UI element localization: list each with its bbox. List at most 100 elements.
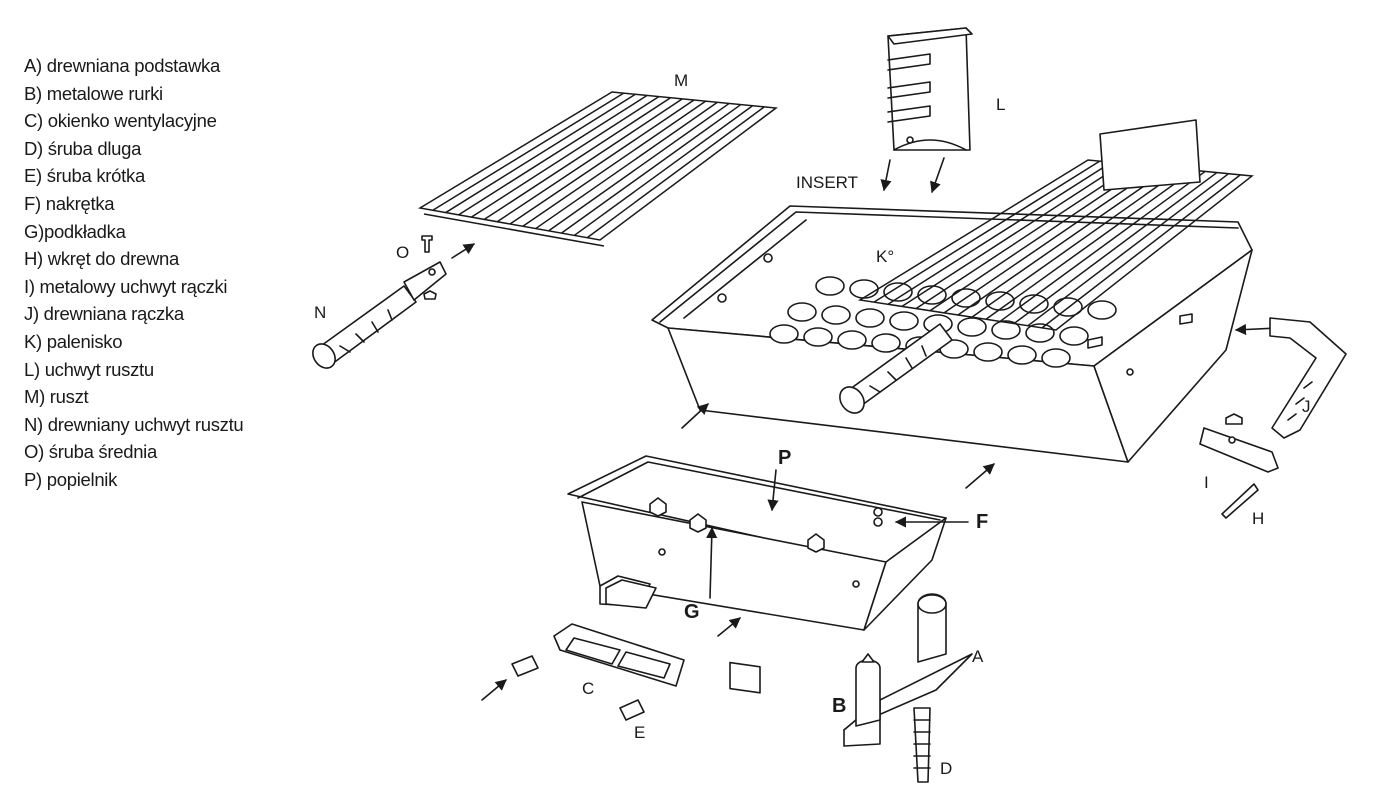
callout-k: K° (876, 247, 894, 266)
callout-d: D (940, 759, 952, 778)
grill-bar (1027, 173, 1230, 327)
vent-window (553, 623, 685, 687)
fire-box (651, 205, 1253, 463)
wooden-rack-handle-loose (312, 261, 447, 369)
rack-holder-bracket (887, 27, 973, 151)
callout-a: A (972, 647, 984, 666)
grill-bar (573, 105, 754, 237)
air-hole (957, 317, 987, 337)
callout-p: P (778, 447, 791, 469)
callout-g: G (684, 601, 700, 623)
legend-item-a: A) drewniana podstawka (24, 55, 220, 76)
side-handle-parts (1199, 317, 1347, 519)
grill-bar (999, 170, 1206, 323)
air-hole (815, 276, 845, 296)
callout-l: L (996, 95, 1005, 114)
grill-bar (496, 98, 683, 223)
air-hole (917, 285, 947, 305)
ash-pan-feet (605, 579, 657, 609)
legend-item-o: O) śruba średnia (24, 441, 157, 463)
grill-bar (483, 97, 671, 221)
grill-rack-loose (417, 91, 778, 247)
grill-bar (509, 99, 695, 225)
wooden-stand (843, 593, 973, 747)
grill-rack-bars (432, 92, 765, 239)
grill-bar (458, 94, 648, 216)
air-hole (769, 324, 799, 344)
legend-item-i: I) metalowy uchwyt rączki (24, 275, 228, 297)
callout-j: J (1302, 397, 1311, 416)
legend-item-e: E) śruba krótka (24, 165, 145, 187)
legend-item-l: L) uchwyt rusztu (24, 358, 154, 380)
grill-bar (522, 100, 707, 227)
legend-item-n: N) drewniany uchwyt rusztu (24, 413, 244, 435)
legend-item-b: B) metalowe rurki (24, 82, 163, 104)
air-hole (855, 308, 885, 328)
air-hole (883, 282, 913, 302)
grill-rack-mounted (857, 119, 1254, 331)
grill-bar (985, 169, 1194, 320)
air-hole (871, 333, 901, 353)
grill-bar (445, 93, 636, 214)
grill-bar (535, 101, 718, 230)
callout-e: E (634, 723, 645, 742)
air-hole (889, 311, 919, 331)
grill-bar (586, 106, 765, 239)
callout-i: I (1204, 473, 1209, 492)
air-hole (849, 279, 879, 299)
short-screws (511, 655, 645, 721)
air-hole (1059, 326, 1089, 346)
air-hole (1087, 300, 1117, 320)
air-hole (1007, 345, 1037, 365)
legend-item-g: G)podkładka (24, 220, 126, 242)
grill-bar (901, 162, 1124, 308)
air-hole (973, 342, 1003, 362)
callout-c: C (582, 679, 594, 698)
legend-item-p: P) popielnik (24, 468, 118, 490)
air-hole (787, 302, 817, 322)
grill-bar (432, 92, 625, 211)
callout-b: B (832, 695, 846, 717)
grill-mounted-bars (873, 160, 1241, 329)
grill-bar (887, 161, 1112, 305)
air-hole (821, 305, 851, 325)
legend-item-d: D) śruba dluga (24, 137, 142, 159)
grill-bar (873, 160, 1101, 303)
grill-bar (471, 95, 660, 218)
grill-bar (1013, 171, 1218, 325)
parts-legend: A) drewniana podstawka B) metalowe rurki… (24, 52, 244, 494)
grill-bar (1041, 174, 1241, 329)
long-bolt (913, 707, 931, 783)
air-hole (837, 330, 867, 350)
callout-h: H (1252, 509, 1264, 528)
fire-box-air-holes (769, 276, 1117, 368)
callout-o: O (396, 243, 409, 262)
grill-bar (971, 168, 1183, 318)
legend-item-k: K) palenisko (24, 330, 123, 352)
grill-bar (548, 102, 730, 232)
grill-bar (957, 167, 1171, 316)
legend-item-m: M) ruszt (24, 386, 89, 408)
callout-m: M (674, 71, 688, 90)
legend-item-h: H) wkręt do drewna (24, 248, 179, 270)
grill-bar (943, 166, 1159, 314)
legend-item-j: J) drewniana rączka (24, 303, 184, 325)
callout-insert: INSERT (796, 173, 858, 192)
air-hole (1041, 348, 1071, 368)
air-hole (985, 291, 1015, 311)
air-hole (1019, 294, 1049, 314)
wooden-rack-handle-mounted (839, 323, 953, 414)
screw-o-loose (421, 235, 437, 300)
callout-f: F (976, 511, 988, 533)
callout-n: N (314, 303, 326, 322)
legend-item-f: F) nakrętka (24, 192, 115, 214)
callout-labels: M L INSERT K° O N J I H P F G A B C E D (314, 71, 1311, 778)
air-hole (803, 327, 833, 347)
grill-bar (560, 103, 742, 234)
ash-pan (567, 455, 947, 694)
grill-bar (915, 163, 1136, 310)
legend-item-c: C) okienko wentylacyjne (24, 110, 217, 132)
air-hole (991, 320, 1021, 340)
